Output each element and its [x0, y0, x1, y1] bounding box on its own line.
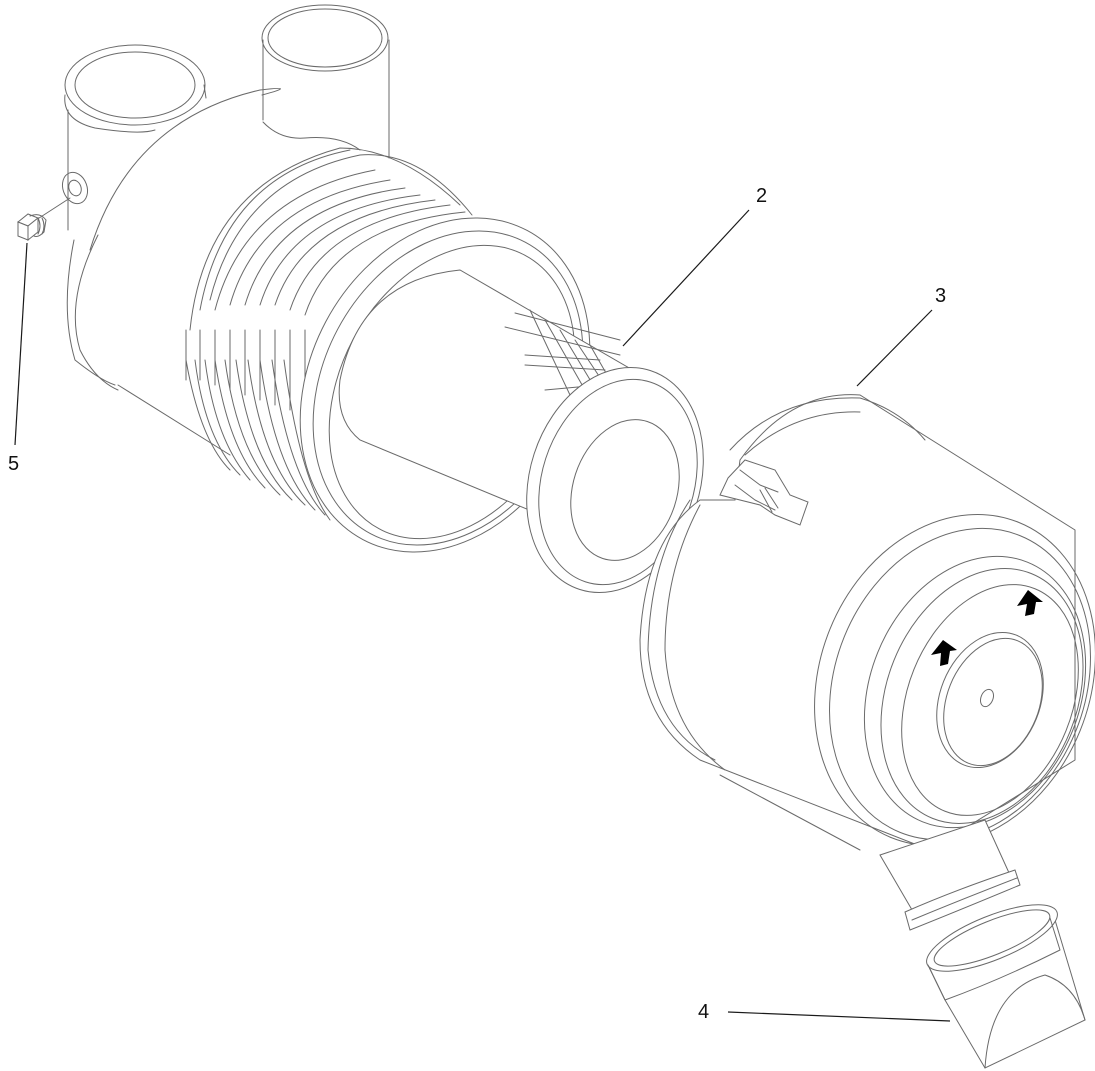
filter-element — [338, 269, 704, 593]
air-cleaner-housing — [61, 4, 390, 456]
dust-outlet — [879, 819, 1021, 931]
latch-clamp — [719, 459, 809, 526]
callout-label-5: 5 — [8, 453, 20, 475]
air-cleaner-cover — [639, 394, 1095, 851]
callout-label-4: 4 — [698, 1001, 710, 1023]
indicator-plug — [17, 197, 71, 242]
callout-label-2: 2 — [756, 185, 768, 207]
callout-label-3: 3 — [935, 285, 947, 307]
airflow-arrow-icon — [931, 640, 957, 666]
airflow-arrow-icon — [1017, 590, 1043, 616]
dust-valve — [926, 904, 1086, 1069]
leader-lines — [14, 209, 951, 1022]
